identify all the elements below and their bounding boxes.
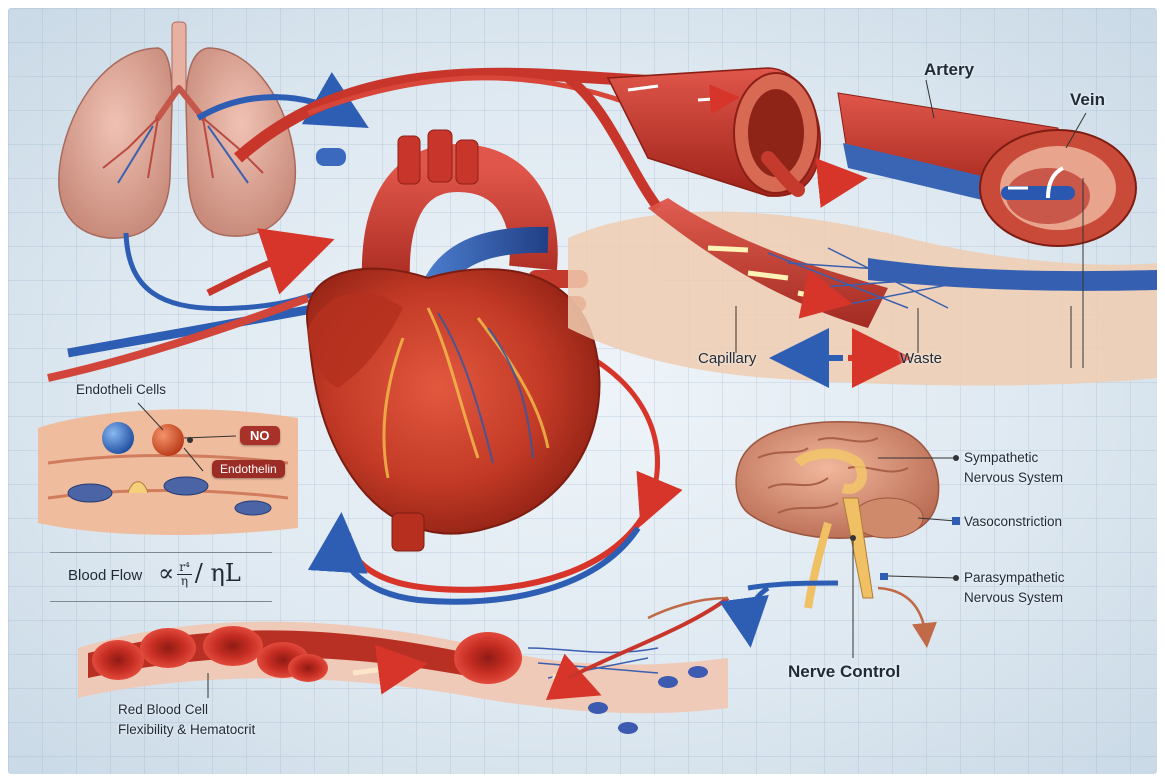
- vein-label: Vein: [1070, 90, 1105, 110]
- lungs: [59, 22, 296, 238]
- artery-vein-section: [838, 93, 1136, 246]
- endothelial-cells-label: Endotheli Cells: [76, 380, 166, 400]
- nerve-control-label: Nerve Control: [788, 662, 900, 682]
- sympathetic-label-line2: Nervous System: [964, 468, 1063, 488]
- sympathetic-label-line1: Sympathetic: [964, 448, 1038, 468]
- capillary-label: Capillary: [698, 350, 756, 367]
- parasympathetic-label-line2: Nervous System: [964, 588, 1063, 608]
- rbc-label-line1: Red Blood Cell: [118, 700, 208, 720]
- no-badge: NO: [240, 426, 280, 445]
- brain: [648, 422, 960, 658]
- formula-numerator: r⁴: [177, 561, 192, 575]
- heart: [307, 130, 599, 551]
- formula-denominator: η: [177, 575, 192, 588]
- artery-label: Artery: [924, 60, 974, 80]
- vasoconstriction-label: Vasoconstriction: [964, 512, 1062, 532]
- waste-label: Waste: [900, 350, 942, 367]
- formula-tail: / ηL: [195, 559, 241, 587]
- endothelin-badge: Endothelin: [212, 460, 285, 478]
- formula-label: Blood Flow: [68, 567, 142, 584]
- circulation-diagram: Artery Vein Capillary Waste Endotheli Ce…: [8, 8, 1157, 774]
- rbc-label-line2: Flexibility & Hematocrit: [118, 720, 255, 740]
- proportional-symbol: ∝: [158, 559, 174, 587]
- parasympathetic-label-line1: Parasympathetic: [964, 568, 1065, 588]
- artery-tube: [608, 68, 848, 196]
- illustration: [8, 8, 1157, 774]
